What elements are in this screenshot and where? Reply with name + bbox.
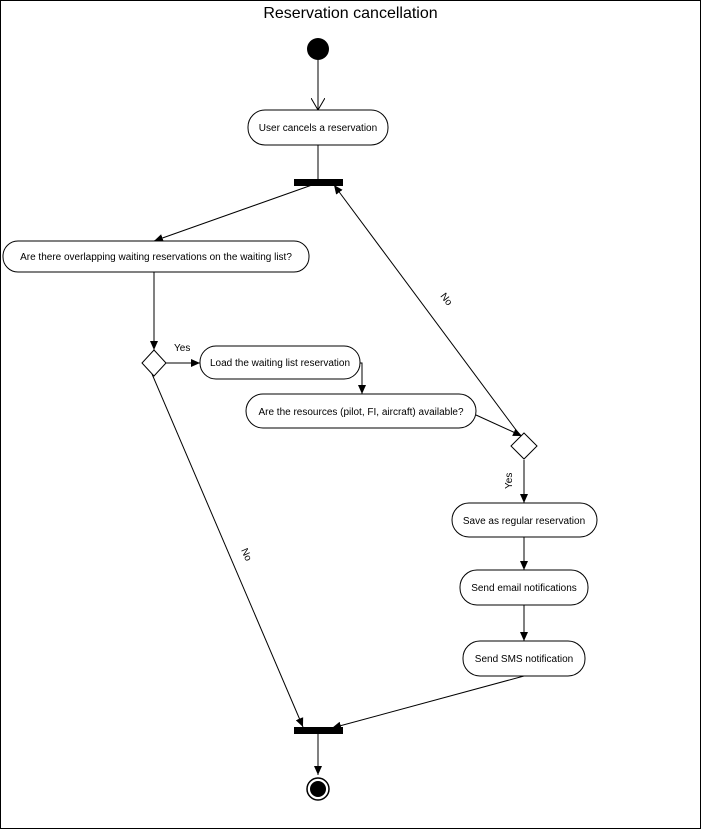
edge-sms-to-join — [331, 675, 525, 730]
activity-resources-check — [245, 393, 477, 429]
edge-decision2-to-fork — [333, 184, 520, 435]
activity-overlapping-check — [2, 240, 310, 273]
activity-save-regular — [451, 502, 598, 538]
diagram-title: Reservation cancellation — [263, 5, 438, 22]
guard-no-waiting: No — [238, 547, 253, 564]
fork-bar — [294, 179, 343, 186]
guard-yes-resources: Yes — [504, 473, 515, 489]
decision-resources — [510, 432, 538, 460]
guard-yes-waiting: Yes — [174, 343, 190, 354]
activity-user-cancels-label: User cancels a reservation — [259, 123, 377, 134]
decision-waiting-list — [141, 349, 167, 377]
activity-load-waiting-label: Load the waiting list reservation — [210, 358, 350, 369]
activity-resources-check-label: Are the resources (pilot, FI, aircraft) … — [258, 407, 464, 418]
guard-no-resources: No — [438, 291, 455, 308]
edge-decision1-to-join — [151, 373, 304, 728]
activity-send-email-label: Send email notifications — [471, 583, 577, 594]
edge-resources-to-decision2 — [475, 414, 523, 437]
initial-node — [307, 38, 329, 60]
activity-send-sms — [462, 640, 586, 677]
edge-load-to-resources — [358, 362, 366, 394]
activity-load-waiting — [199, 345, 361, 380]
final-node-inner — [310, 781, 326, 797]
activity-send-sms-label: Send SMS notification — [475, 654, 573, 665]
activity-user-cancels — [247, 109, 389, 146]
activity-save-regular-label: Save as regular reservation — [463, 516, 585, 527]
edge-fork-to-overlap — [153, 184, 313, 242]
join-bar — [294, 727, 343, 734]
activity-overlapping-check-label: Are there overlapping waiting reservatio… — [20, 252, 292, 263]
activity-send-email — [459, 569, 589, 606]
